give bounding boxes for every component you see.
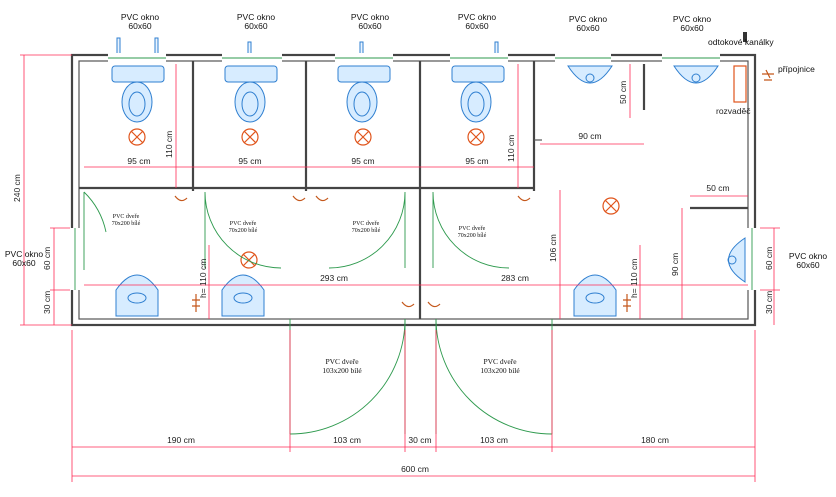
svg-text:103x200 bílé: 103x200 bílé bbox=[480, 366, 520, 375]
svg-text:103x200 bílé: 103x200 bílé bbox=[322, 366, 362, 375]
dim-60-left: 60 cm bbox=[42, 247, 52, 270]
door-handles bbox=[174, 195, 531, 308]
toilet-4 bbox=[451, 65, 505, 123]
main-door-right: PVC dveře 103x200 bílé bbox=[435, 318, 553, 435]
connection-symbol bbox=[762, 69, 774, 81]
door-3: PVC dveře 70x200 bílé bbox=[328, 191, 406, 269]
outer-walls bbox=[70, 53, 757, 327]
svg-text:PVC dveře: PVC dveře bbox=[113, 214, 140, 220]
svg-text:70x200 bílé: 70x200 bílé bbox=[458, 233, 487, 239]
drain-channel-marker bbox=[743, 32, 747, 42]
window-label-top-6: PVC okno 60x60 bbox=[673, 14, 712, 33]
dim-30-right: 30 cm bbox=[764, 291, 774, 314]
connections-label: přípojnice bbox=[778, 64, 815, 74]
dim-190: 190 cm bbox=[167, 435, 195, 445]
window-label-top-4: PVC okno 60x60 bbox=[458, 12, 497, 31]
window-label-right: PVC okno 60x60 bbox=[789, 251, 828, 270]
dim-103-left: 103 cm bbox=[333, 435, 361, 445]
light-fixtures bbox=[128, 128, 620, 269]
door-1: PVC dveře 70x200 bílé bbox=[83, 191, 141, 270]
svg-text:70x200 bílé: 70x200 bílé bbox=[229, 228, 258, 234]
dim-cubicle-3: 95 cm bbox=[351, 156, 374, 166]
svg-text:60x60: 60x60 bbox=[465, 21, 488, 31]
dim-600: 600 cm bbox=[401, 464, 429, 474]
window-label-top-5: PVC okno 60x60 bbox=[569, 14, 608, 33]
window-openings bbox=[70, 53, 757, 290]
dim-30-left: 30 cm bbox=[42, 291, 52, 314]
dim-90-top: 90 cm bbox=[578, 131, 601, 141]
basin-2 bbox=[221, 274, 265, 317]
door-2: PVC dveře 70x200 bílé bbox=[204, 191, 282, 269]
socket-symbols bbox=[192, 294, 631, 312]
window-label-top-2: PVC okno 60x60 bbox=[237, 12, 276, 31]
svg-text:PVC okno: PVC okno bbox=[351, 12, 390, 22]
svg-text:60x60: 60x60 bbox=[12, 258, 35, 268]
window-label-top-3: PVC okno 60x60 bbox=[351, 12, 390, 31]
window-label-top-1: PVC okno 60x60 bbox=[121, 12, 160, 31]
svg-text:PVC dveře: PVC dveře bbox=[459, 226, 486, 232]
urinal-2 bbox=[673, 65, 719, 84]
svg-text:PVC okno: PVC okno bbox=[673, 14, 712, 24]
svg-text:60x60: 60x60 bbox=[576, 23, 599, 33]
urinal-right-wall bbox=[727, 237, 746, 283]
dim-103-right: 103 cm bbox=[480, 435, 508, 445]
svg-text:PVC dveře: PVC dveře bbox=[230, 221, 257, 227]
svg-text:70x200 bílé: 70x200 bílé bbox=[112, 221, 141, 227]
dim-110-left: 110 cm bbox=[164, 131, 174, 158]
cubicle-walls bbox=[79, 61, 748, 319]
toilet-3 bbox=[337, 65, 391, 123]
door-4: PVC dveře 70x200 bílé bbox=[432, 191, 510, 269]
dim-30-bottom: 30 cm bbox=[408, 435, 431, 445]
toilet-1 bbox=[111, 65, 165, 123]
dim-50-right: 50 cm bbox=[706, 183, 729, 193]
svg-text:PVC dveře: PVC dveře bbox=[483, 357, 517, 366]
svg-text:PVC dveře: PVC dveře bbox=[325, 357, 359, 366]
dim-cubicle-2: 95 cm bbox=[238, 156, 261, 166]
svg-text:PVC okno: PVC okno bbox=[5, 249, 44, 259]
basin-3 bbox=[573, 274, 617, 317]
dim-240: 240 cm bbox=[12, 174, 22, 202]
main-door-left: PVC dveře 103x200 bílé bbox=[289, 318, 406, 435]
svg-text:PVC okno: PVC okno bbox=[789, 251, 828, 261]
svg-text:70x200 bílé: 70x200 bílé bbox=[352, 228, 381, 234]
window-label-left: PVC okno 60x60 bbox=[5, 249, 44, 268]
svg-text:PVC okno: PVC okno bbox=[237, 12, 276, 22]
svg-text:60x60: 60x60 bbox=[680, 23, 703, 33]
dim-110-right: 110 cm bbox=[506, 135, 516, 162]
svg-text:60x60: 60x60 bbox=[796, 260, 819, 270]
dim-h110-left: h= 110 cm bbox=[198, 259, 208, 298]
svg-text:60x60: 60x60 bbox=[128, 21, 151, 31]
svg-text:PVC okno: PVC okno bbox=[121, 12, 160, 22]
dim-90-right: 90 cm bbox=[670, 253, 680, 276]
dim-180: 180 cm bbox=[641, 435, 669, 445]
dimension-lines bbox=[20, 54, 780, 482]
pipe-icons bbox=[116, 37, 499, 57]
drain-channels-label: odtokové kanálky bbox=[708, 37, 774, 47]
svg-text:PVC okno: PVC okno bbox=[458, 12, 497, 22]
distribution-box bbox=[733, 65, 747, 103]
toilet-2 bbox=[224, 65, 278, 123]
dim-60-right: 60 cm bbox=[764, 247, 774, 270]
dim-293: 293 cm bbox=[320, 273, 348, 283]
distribution-label: rozvaděč bbox=[716, 106, 751, 116]
svg-text:PVC dveře: PVC dveře bbox=[353, 221, 380, 227]
dim-cubicle-1: 95 cm bbox=[127, 156, 150, 166]
dim-cubicle-4: 95 cm bbox=[465, 156, 488, 166]
svg-text:60x60: 60x60 bbox=[244, 21, 267, 31]
dim-106: 106 cm bbox=[548, 234, 558, 262]
dim-283: 283 cm bbox=[501, 273, 529, 283]
svg-text:PVC okno: PVC okno bbox=[569, 14, 608, 24]
urinal-1 bbox=[567, 65, 613, 84]
basin-1 bbox=[115, 274, 159, 317]
dim-50-top: 50 cm bbox=[618, 81, 628, 104]
window-frames bbox=[74, 57, 753, 290]
dim-h110-right: h= 110 cm bbox=[629, 259, 639, 298]
svg-text:60x60: 60x60 bbox=[358, 21, 381, 31]
